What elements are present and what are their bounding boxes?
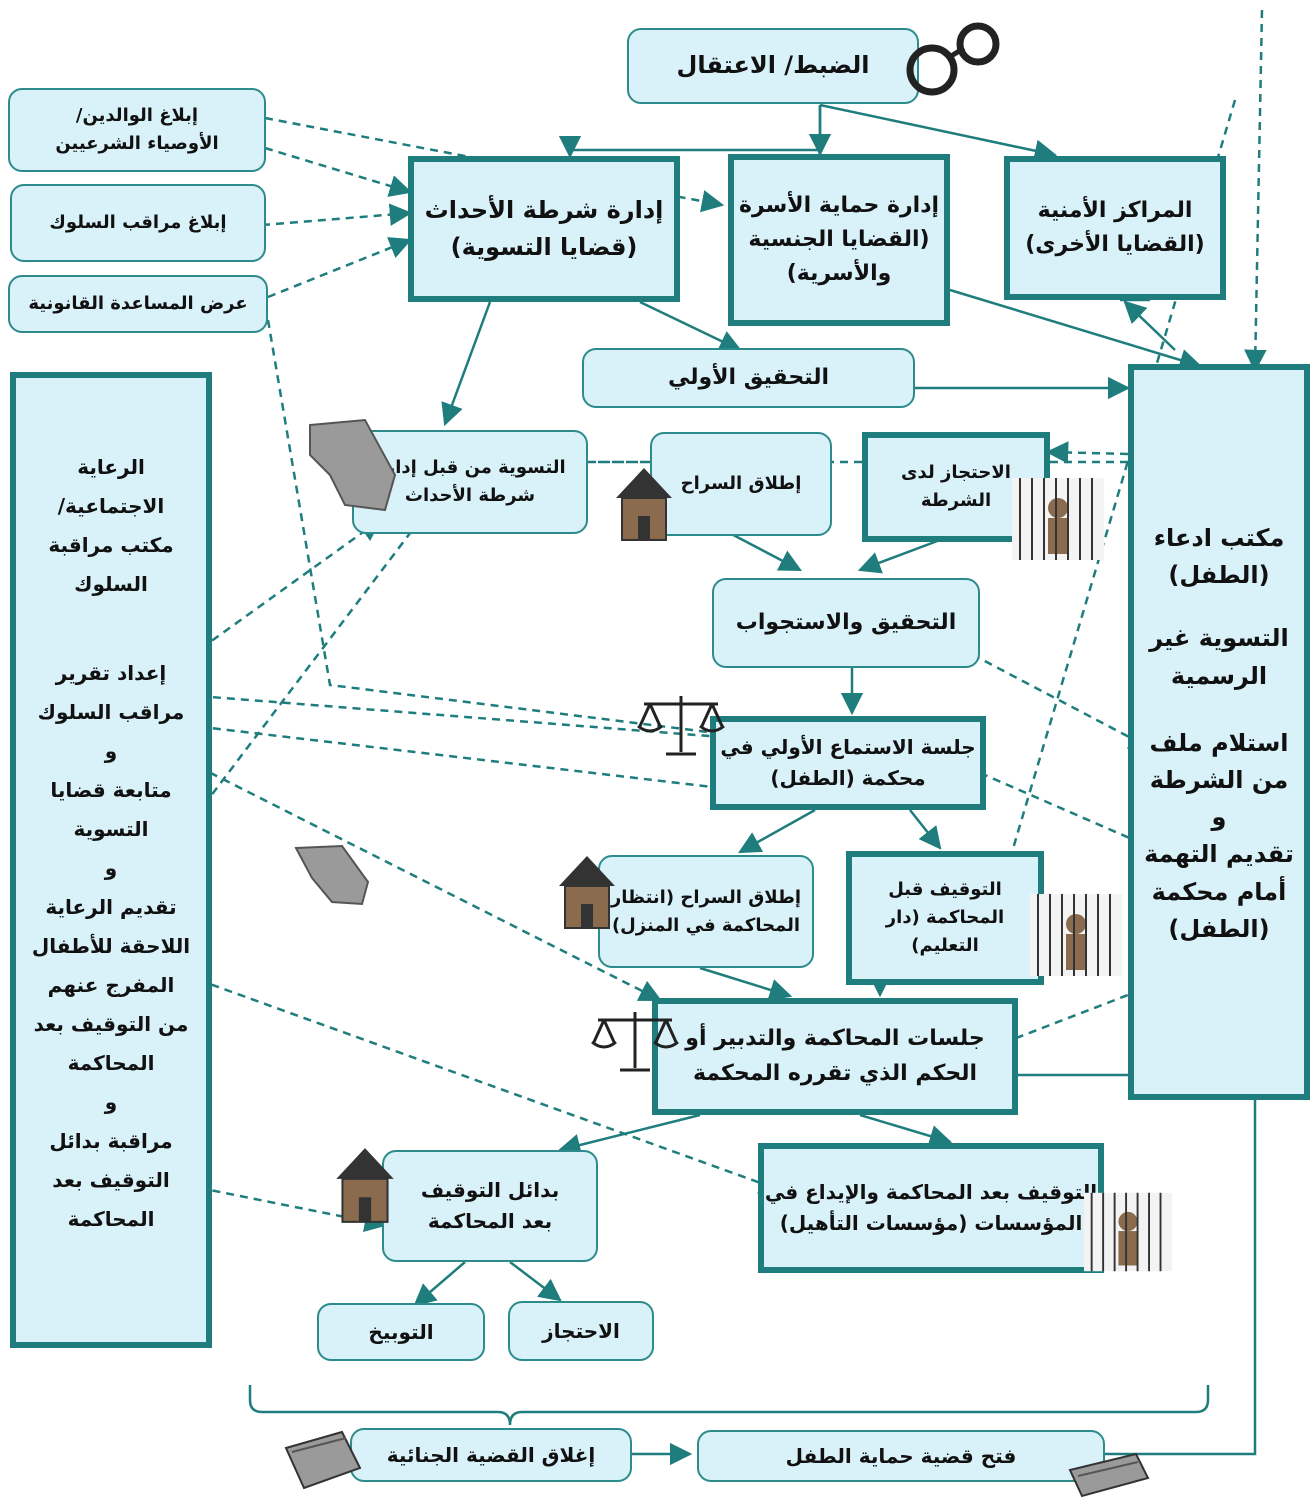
first-hearing-label: جلسة الاستماع الأولي في محكمة (الطفل): [720, 735, 976, 790]
close-case-box: إغلاق القضية الجنائية: [350, 1428, 632, 1482]
jail-icon: [1012, 478, 1104, 560]
trial-sessions-box: جلسات المحاكمة والتدبير أو الحكم الذي تق…: [652, 998, 1018, 1115]
prosecution-informal: التسوية غير الرسمية: [1149, 624, 1289, 690]
social-care-column: الرعاية الاجتماعية/ مكتب مراقبة السلوك إ…: [10, 372, 212, 1348]
trial-sessions-label: جلسات المحاكمة والتدبير أو الحكم الذي تق…: [685, 1026, 985, 1086]
post-trial-detention-label: التوقيف بعد المحاكمة والإيداع في المؤسسا…: [764, 1180, 1098, 1235]
open-child-protection-label: فتح قضية حماية الطفل: [785, 1443, 1017, 1468]
notify-parents-label: إبلاغ الوالدين/ الأوصياء الشرعيين: [55, 105, 219, 154]
notify-probation-box: إبلاغ مراقب السلوك: [10, 184, 266, 262]
prosecution-title: مكتب ادعاء (الطفل): [1153, 524, 1285, 590]
notify-parents-box: إبلاغ الوالدين/ الأوصياء الشرعيين: [8, 88, 266, 172]
jail-icon: [1030, 894, 1122, 976]
juvenile-police-box: إدارة شرطة الأحداث (قضايا التسوية): [408, 156, 680, 302]
preliminary-investigation-box: التحقيق الأولي: [582, 348, 915, 408]
legal-aid-box: عرض المساعدة القانونية: [8, 275, 268, 333]
scales-icon: [591, 1012, 679, 1072]
house-icon: [559, 856, 615, 929]
close-case-label: إغلاق القضية الجنائية: [386, 1442, 596, 1467]
notify-probation-label: إبلاغ مراقب السلوك: [49, 212, 227, 234]
post-trial-detention-box: التوقيف بعد المحاكمة والإيداع في المؤسسا…: [758, 1143, 1104, 1273]
pretrial-detention-box: التوقيف قبل المحاكمة (دار التعليم): [846, 851, 1044, 985]
folder-icon: [284, 1430, 362, 1490]
family-protection-label: إدارة حماية الأسرة (القضايا الجنسية والأ…: [738, 192, 940, 287]
hand-icon: [309, 418, 397, 512]
social-care-duties: إعداد تقرير مراقب السلوك و متابعة قضايا …: [31, 661, 191, 1231]
settlement-juvenile-police-label: التسوية من قبل إدارة شرطة الأحداث: [374, 457, 566, 506]
security-centers-label: المراكز الأمنية (القضايا الأخرى): [1025, 197, 1205, 257]
pretrial-detention-label: التوقيف قبل المحاكمة (دار التعليم): [885, 879, 1005, 956]
reprimand-label: التوبيخ: [368, 1319, 434, 1344]
scales-icon: [637, 696, 725, 756]
reprimand-box: التوبيخ: [317, 1303, 485, 1361]
house-icon: [336, 1148, 394, 1223]
arrest-box: الضبط/ الاعتقال: [627, 28, 919, 104]
first-hearing-box: جلسة الاستماع الأولي في محكمة (الطفل): [710, 716, 986, 810]
folder-icon: [1068, 1452, 1150, 1498]
police-detention-label: الاحتجاز لدى الشرطة: [901, 462, 1011, 511]
release-label: إطلاق السراح: [680, 473, 802, 495]
investigation-interrogation-label: التحقيق والاستجواب: [735, 609, 957, 635]
release-pending-trial-box: إطلاق السراح (انتظار المحاكمة في المنزل): [598, 855, 814, 968]
family-protection-box: إدارة حماية الأسرة (القضايا الجنسية والأ…: [728, 154, 950, 326]
legal-aid-label: عرض المساعدة القانونية: [28, 293, 248, 315]
prosecution-duties: استلام ملف من الشرطة و تقديم التهمة أمام…: [1144, 728, 1294, 943]
handcuffs-icon: [906, 22, 1000, 96]
release-box: إطلاق السراح: [650, 432, 832, 536]
detention-box: الاحتجاز: [508, 1301, 654, 1361]
security-centers-box: المراكز الأمنية (القضايا الأخرى): [1004, 156, 1226, 300]
arrest-label: الضبط/ الاعتقال: [676, 51, 870, 80]
house-icon: [616, 468, 672, 541]
release-pending-trial-label: إطلاق السراح (انتظار المحاكمة في المنزل): [610, 886, 802, 936]
alternatives-box: بدائل التوقيف بعد المحاكمة: [382, 1150, 598, 1262]
open-child-protection-box: فتح قضية حماية الطفل: [697, 1430, 1105, 1482]
detention-label: الاحتجاز: [542, 1318, 620, 1343]
juvenile-police-label: إدارة شرطة الأحداث (قضايا التسوية): [424, 195, 664, 261]
alternatives-label: بدائل التوقيف بعد المحاكمة: [420, 1178, 560, 1233]
social-care-title: الرعاية الاجتماعية/ مكتب مراقبة السلوك: [48, 455, 174, 596]
investigation-interrogation-box: التحقيق والاستجواب: [712, 578, 980, 668]
hand-icon: [294, 844, 370, 906]
prosecution-column: مكتب ادعاء (الطفل) التسوية غير الرسمية ا…: [1128, 364, 1310, 1100]
jail-icon: [1084, 1192, 1172, 1272]
preliminary-investigation-label: التحقيق الأولي: [667, 364, 830, 390]
